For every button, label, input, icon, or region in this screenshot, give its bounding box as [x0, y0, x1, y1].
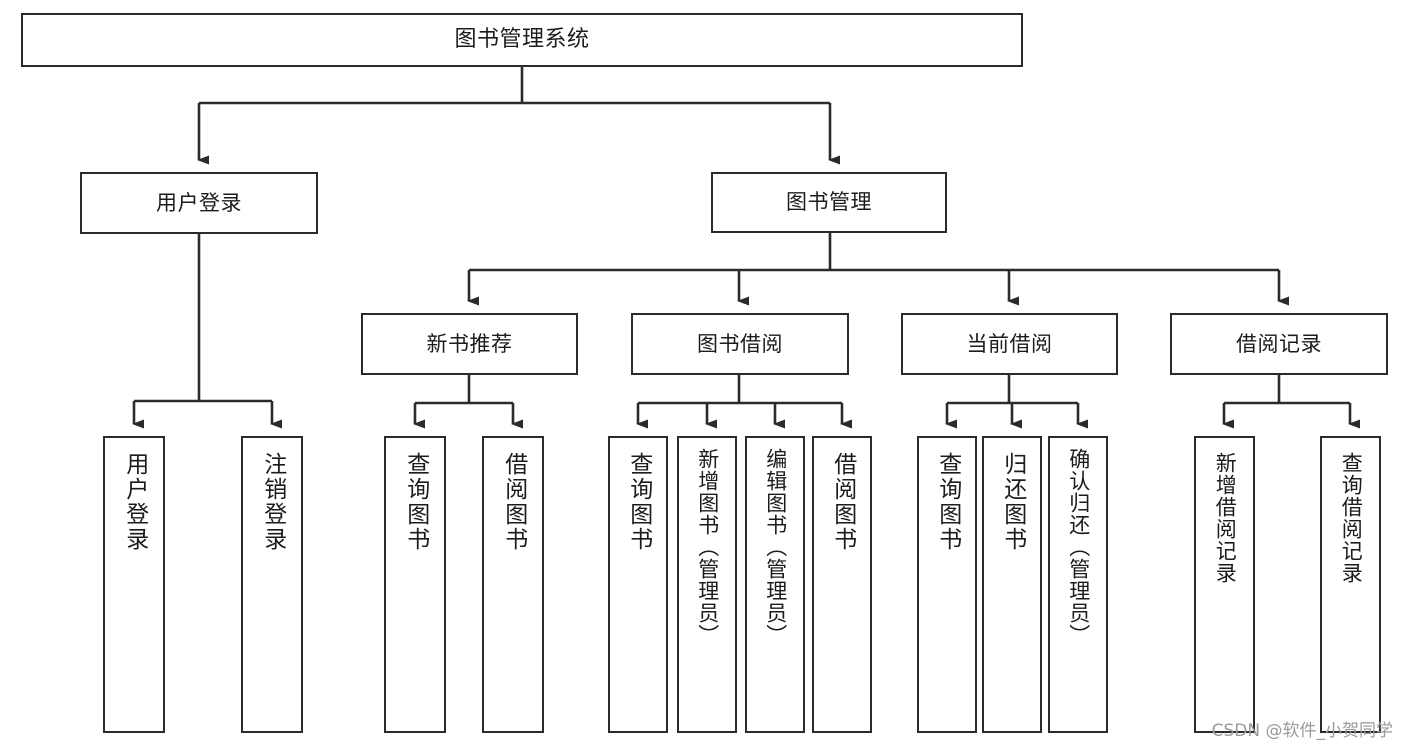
- node-leaf-add-record[interactable]: 新增借阅记录: [1194, 436, 1255, 733]
- watermark-text: CSDN @软件_小贺同学: [1211, 721, 1393, 741]
- node-leaf-query-record[interactable]: 查询借阅记录: [1320, 436, 1381, 733]
- node-leaf-user-login-label: 用户登录: [121, 452, 148, 552]
- node-new-book-recommend[interactable]: 新书推荐: [361, 313, 578, 375]
- node-book-borrow[interactable]: 图书借阅: [631, 313, 849, 375]
- node-leaf-add-book-label: 新增图书（管理员）: [695, 448, 720, 646]
- node-leaf-edit-book-label: 编辑图书（管理员）: [763, 448, 788, 646]
- node-user-login[interactable]: 用户登录: [80, 172, 318, 234]
- node-current-borrow-label: 当前借阅: [966, 331, 1053, 356]
- node-leaf-add-record-label: 新增借阅记录: [1213, 452, 1238, 584]
- node-book-borrow-label: 图书借阅: [697, 331, 783, 356]
- node-leaf-query-book-1[interactable]: 查询图书: [384, 436, 446, 733]
- node-leaf-return-book[interactable]: 归还图书: [982, 436, 1042, 733]
- node-leaf-logout-label: 注销登录: [259, 452, 286, 552]
- node-leaf-query-book-1-label: 查询图书: [402, 452, 429, 552]
- node-leaf-borrow-book-1[interactable]: 借阅图书: [482, 436, 544, 733]
- node-user-login-label: 用户登录: [156, 190, 242, 215]
- node-leaf-query-book-3-label: 查询图书: [934, 452, 961, 552]
- node-book-manage[interactable]: 图书管理: [711, 172, 947, 233]
- node-leaf-add-book[interactable]: 新增图书（管理员）: [677, 436, 737, 733]
- node-leaf-return-book-label: 归还图书: [999, 452, 1026, 552]
- node-leaf-logout[interactable]: 注销登录: [241, 436, 303, 733]
- node-leaf-query-book-2[interactable]: 查询图书: [608, 436, 668, 733]
- node-leaf-query-record-label: 查询借阅记录: [1339, 452, 1364, 584]
- node-borrow-record-label: 借阅记录: [1236, 331, 1322, 356]
- node-root-label: 图书管理系统: [454, 27, 590, 53]
- node-current-borrow[interactable]: 当前借阅: [901, 313, 1118, 375]
- node-leaf-confirm-return-label: 确认归还（管理员）: [1066, 448, 1091, 646]
- node-book-manage-label: 图书管理: [786, 190, 872, 215]
- node-root[interactable]: 图书管理系统: [21, 13, 1023, 67]
- node-leaf-query-book-2-label: 查询图书: [625, 452, 652, 552]
- node-leaf-borrow-book-2-label: 借阅图书: [829, 452, 856, 552]
- node-leaf-query-book-3[interactable]: 查询图书: [917, 436, 977, 733]
- node-leaf-borrow-book-2[interactable]: 借阅图书: [812, 436, 872, 733]
- node-leaf-borrow-book-1-label: 借阅图书: [500, 452, 527, 552]
- node-new-book-recommend-label: 新书推荐: [426, 331, 513, 356]
- node-leaf-confirm-return[interactable]: 确认归还（管理员）: [1048, 436, 1108, 733]
- node-borrow-record[interactable]: 借阅记录: [1170, 313, 1388, 375]
- node-leaf-user-login[interactable]: 用户登录: [103, 436, 165, 733]
- node-leaf-edit-book[interactable]: 编辑图书（管理员）: [745, 436, 805, 733]
